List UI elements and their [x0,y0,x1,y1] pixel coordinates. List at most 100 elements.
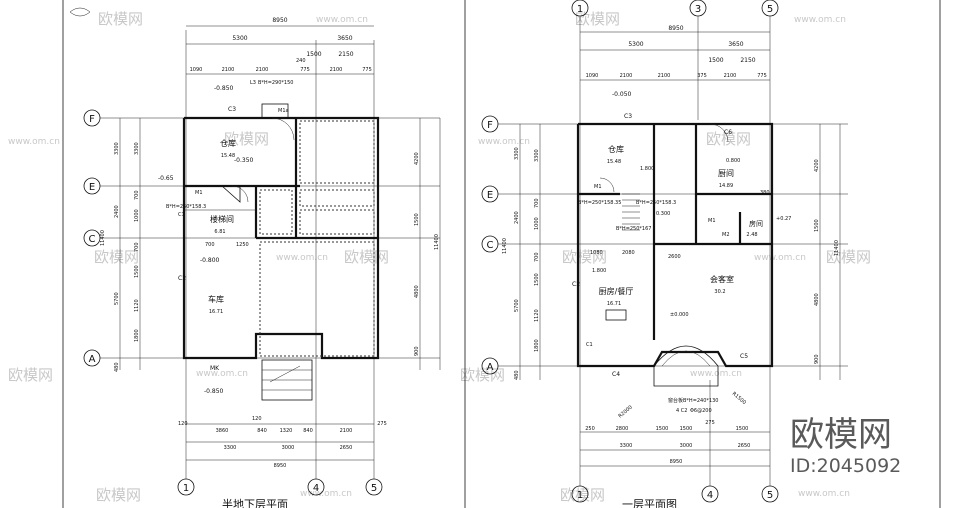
svg-text:1500: 1500 [814,219,820,232]
watermark-text: 欧模网 [460,366,505,384]
axis-bubble-5: 5 [365,478,383,496]
svg-text:8950: 8950 [274,463,287,469]
svg-text:B*H=250*158.3: B*H=250*158.3 [636,200,676,206]
svg-text:1090: 1090 [190,67,203,73]
svg-text:375: 375 [697,73,707,79]
svg-text:2800: 2800 [616,426,629,432]
svg-text:11400: 11400 [100,230,106,246]
axis-bubble-5: 5 [761,0,779,17]
level-mark: +0.27 [776,216,791,222]
watermark-url: www.om.cn [196,369,248,379]
svg-text:1500: 1500 [134,265,140,278]
left-floor-plan: F E C A 1 4 5 8950 5300 3650 1500 2150 1… [83,17,441,508]
svg-text:480: 480 [514,370,520,380]
svg-text:775: 775 [362,67,372,73]
svg-text:1500: 1500 [534,273,540,286]
svg-text:F: F [89,114,95,125]
svg-text:4: 4 [313,483,319,494]
svg-text:E: E [487,190,493,201]
axis-bubble-4: 4 [701,485,719,503]
svg-text:C1: C1 [586,342,593,348]
svg-text:3300: 3300 [620,443,633,449]
svg-text:700: 700 [534,198,540,208]
watermark-url: www.om.cn [316,15,368,25]
svg-text:1: 1 [577,4,583,15]
svg-text:11400: 11400 [434,234,440,250]
svg-text:1500: 1500 [656,426,669,432]
svg-text:C3: C3 [624,113,632,120]
room-area: 14.89 [719,183,733,189]
room-name: 厨房/餐厅 [599,286,634,296]
svg-text:900: 900 [414,346,420,356]
svg-text:C2: C2 [178,275,186,282]
plan-title: 半地下层平面 [222,497,288,508]
svg-text:2100: 2100 [340,428,353,434]
svg-text:1500: 1500 [680,426,693,432]
svg-text:120: 120 [252,416,262,422]
svg-text:8950: 8950 [272,17,287,24]
svg-text:11400: 11400 [834,240,840,256]
level-mark: -0.850 [214,85,234,92]
svg-text:1800: 1800 [134,329,140,342]
svg-text:M1: M1 [708,218,716,224]
svg-text:3860: 3860 [216,428,229,434]
svg-text:C2: C2 [572,281,580,288]
svg-text:2400: 2400 [114,205,120,218]
svg-text:3650: 3650 [337,35,352,42]
svg-text:B*H=250*158.3: B*H=250*158.3 [166,204,206,210]
watermark-text: 欧模网 [96,486,141,504]
watermark-id: ID:2045092 [790,455,901,477]
svg-text:R1500: R1500 [731,391,747,406]
svg-text:1000: 1000 [534,217,540,230]
svg-text:5700: 5700 [514,299,520,312]
watermark-text: 欧模网 [560,486,605,504]
svg-text:1000: 1000 [134,209,140,222]
svg-text:M1a: M1a [278,108,289,114]
svg-text:4200: 4200 [414,152,420,165]
level-mark: 0.300 [656,211,670,217]
plan-title: 一层平面图 [622,498,677,508]
watermark-url: www.om.cn [794,15,846,25]
room-area: 2.48 [746,232,757,238]
svg-text:4 C2: 4 C2 [676,408,687,414]
svg-text:700: 700 [534,252,540,262]
svg-text:2150: 2150 [338,51,353,58]
room-area: 30.2 [714,289,725,295]
svg-text:1500: 1500 [414,213,420,226]
svg-text:8950: 8950 [668,25,683,32]
svg-text:2100: 2100 [724,73,737,79]
svg-text:2100: 2100 [330,67,343,73]
svg-text:5700: 5700 [114,292,120,305]
svg-text:Φ6@200: Φ6@200 [690,408,712,414]
level-mark: 0.800 [726,158,740,164]
room-name: 车库 [208,294,224,304]
axis-bubble-e: E [481,185,499,203]
svg-text:240: 240 [296,58,306,64]
svg-text:1120: 1120 [534,309,540,322]
room-name: 仓库 [608,144,624,154]
watermark-url: www.om.cn [8,137,60,147]
svg-text:3300: 3300 [534,149,540,162]
svg-text:2650: 2650 [340,445,353,451]
watermark-text: 欧模网 [98,10,143,28]
svg-text:2080: 2080 [622,250,635,256]
level-mark: -0.800 [200,257,220,264]
room-area: 15.48 [221,153,235,159]
level-mark: -0.050 [612,91,632,98]
watermark-url: www.om.cn [690,369,742,379]
svg-text:700: 700 [134,242,140,252]
level-mark: -0.350 [234,157,254,164]
svg-text:3300: 3300 [224,445,237,451]
level-mark: -0.850 [204,388,224,395]
svg-text:5: 5 [371,483,377,494]
svg-text:M2: M2 [722,232,730,238]
svg-text:1500: 1500 [736,426,749,432]
svg-text:C1: C1 [178,212,185,218]
axis-bubble-5: 5 [761,485,779,503]
svg-text:5: 5 [767,490,773,501]
svg-text:4800: 4800 [414,285,420,298]
room-name: 会客室 [710,274,734,284]
level-mark: 1.800 [592,268,606,274]
svg-text:380: 380 [760,190,770,196]
